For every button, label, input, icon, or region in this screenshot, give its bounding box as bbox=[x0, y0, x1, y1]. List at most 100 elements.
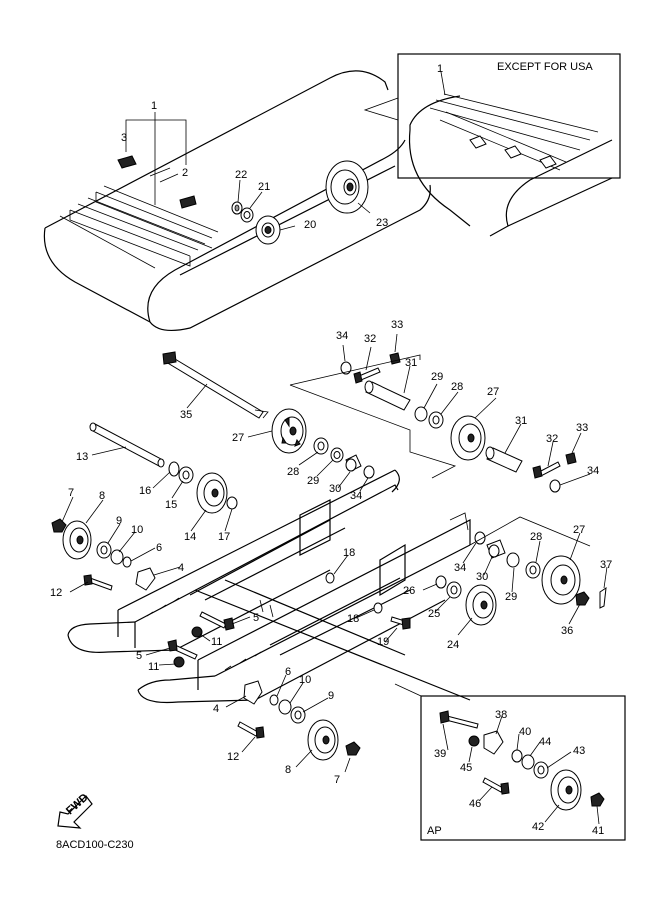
callout-35: 35 bbox=[180, 409, 192, 421]
part-34-washer-top bbox=[340, 361, 352, 375]
part-8-wheel-lower bbox=[307, 719, 339, 761]
callout-2: 2 bbox=[182, 167, 188, 179]
part-29-ring-lower bbox=[506, 552, 520, 568]
callout-22: 22 bbox=[235, 169, 247, 181]
callout-27-top: 27 bbox=[487, 386, 499, 398]
ap-box bbox=[420, 695, 626, 841]
callout-28-left: 28 bbox=[287, 466, 299, 478]
part-4-bracket bbox=[135, 567, 156, 591]
part-26-washer bbox=[435, 575, 447, 589]
part-32-bolt-top bbox=[353, 367, 381, 384]
box-label-ap: AP bbox=[427, 825, 442, 837]
part-30-collar-lower bbox=[486, 539, 506, 559]
callout-5-lower: 5 bbox=[136, 650, 142, 662]
part-20-wheel bbox=[255, 215, 281, 245]
callout-40: 40 bbox=[519, 726, 531, 738]
callout-4: 4 bbox=[178, 562, 184, 574]
callout-18: 18 bbox=[343, 547, 355, 559]
part-28-collar-top bbox=[428, 411, 444, 429]
callout-8-lower: 8 bbox=[285, 764, 291, 776]
part-37-pin bbox=[599, 586, 607, 609]
callout-36: 36 bbox=[561, 625, 573, 637]
part-19-bolt bbox=[390, 616, 411, 630]
callout-16: 16 bbox=[139, 485, 151, 497]
callout-numbers: 1 1 2 3 4 4 5 5 6 6 7 7 8 8 9 9 10 10 11… bbox=[50, 63, 612, 837]
part-30-collar bbox=[345, 454, 362, 472]
callout-23: 23 bbox=[376, 217, 388, 229]
callout-27-lower: 27 bbox=[573, 524, 585, 536]
callout-43: 43 bbox=[573, 745, 585, 757]
part-28-collar bbox=[313, 437, 329, 455]
part-17-nut bbox=[226, 496, 238, 510]
part-22-washer bbox=[231, 201, 243, 215]
callout-29-top: 29 bbox=[431, 371, 443, 383]
callout-45: 45 bbox=[460, 762, 472, 774]
callout-11: 11 bbox=[211, 636, 222, 648]
fwd-label: FWD bbox=[64, 792, 91, 818]
part-11-nut-lower bbox=[173, 656, 185, 668]
part-24-wheel bbox=[465, 584, 497, 626]
part-4-bracket-lower bbox=[243, 680, 263, 705]
leader-1 bbox=[125, 112, 187, 165]
part-5-bolt-upper bbox=[199, 611, 235, 631]
inset-box bbox=[363, 53, 621, 237]
part-13-shaft bbox=[89, 422, 165, 468]
callout-20: 20 bbox=[304, 219, 316, 231]
callout-10-lower: 10 bbox=[299, 674, 311, 686]
part-43-collar bbox=[533, 761, 549, 779]
callout-32-top: 32 bbox=[364, 333, 376, 345]
callout-33-top: 33 bbox=[391, 319, 403, 331]
callout-34-right: 34 bbox=[587, 465, 599, 477]
fwd-arrow-icon: FWD bbox=[57, 792, 93, 829]
part-44-bearing bbox=[521, 754, 535, 770]
part-27-wheel-lower bbox=[541, 555, 581, 605]
part-38-bracket bbox=[483, 730, 504, 755]
part-45-nut bbox=[468, 735, 480, 747]
callout-5: 5 bbox=[253, 612, 259, 624]
callout-9-lower: 9 bbox=[328, 690, 334, 702]
part-32-bolt-right bbox=[532, 461, 561, 479]
callout-34-top: 34 bbox=[336, 330, 348, 342]
callout-13: 13 bbox=[76, 451, 88, 463]
callout-24: 24 bbox=[447, 639, 459, 651]
part-12-bolt-lower bbox=[237, 721, 265, 739]
part-34-washer bbox=[363, 465, 375, 479]
callout-7-lower: 7 bbox=[334, 774, 340, 786]
callout-17: 17 bbox=[218, 531, 230, 543]
callout-6-lower: 6 bbox=[285, 666, 291, 678]
callout-1: 1 bbox=[151, 100, 157, 112]
callout-26: 26 bbox=[403, 585, 415, 597]
part-29-ring-top bbox=[414, 406, 428, 422]
callout-1-inset: 1 bbox=[437, 63, 443, 75]
part-8-wheel bbox=[62, 520, 92, 560]
callout-14: 14 bbox=[184, 531, 196, 543]
callout-44: 44 bbox=[539, 736, 551, 748]
callout-29-left: 29 bbox=[307, 475, 319, 487]
callout-29-lower: 29 bbox=[505, 591, 517, 603]
callout-41: 41 bbox=[592, 825, 604, 837]
callout-25: 25 bbox=[428, 608, 440, 620]
part-34-washer-lower bbox=[474, 531, 486, 545]
part-23-wheel bbox=[325, 160, 369, 214]
part-6-washer-lower bbox=[269, 694, 279, 706]
callout-31-top: 31 bbox=[405, 357, 417, 369]
part-28-collar-lower bbox=[525, 561, 541, 579]
slide-rail-frame bbox=[67, 469, 471, 704]
callout-32-right: 32 bbox=[546, 433, 558, 445]
callout-3: 3 bbox=[121, 132, 127, 144]
callout-38: 38 bbox=[495, 709, 507, 721]
callout-18-b: 18 bbox=[347, 613, 359, 625]
part-6-washer bbox=[122, 556, 132, 568]
callout-9: 9 bbox=[116, 515, 122, 527]
part-40-washer bbox=[511, 749, 523, 763]
callout-28-top: 28 bbox=[451, 381, 463, 393]
part-9-collar-lower bbox=[290, 706, 306, 724]
part-25-collar bbox=[446, 581, 462, 599]
callout-30: 30 bbox=[329, 483, 341, 495]
part-27-wheel-left bbox=[271, 408, 307, 454]
part-9-collar bbox=[96, 541, 112, 559]
callout-19: 19 bbox=[377, 636, 389, 648]
part-7-nut-lower bbox=[345, 741, 361, 756]
